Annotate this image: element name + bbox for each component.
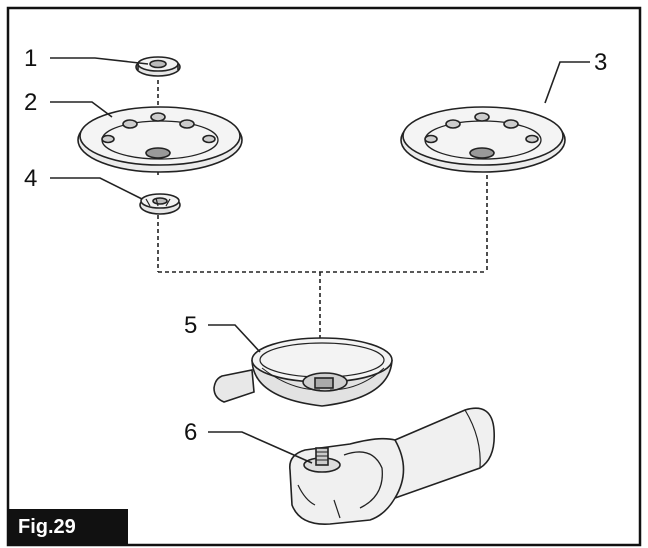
diagram-frame bbox=[6, 6, 642, 547]
part-3-disc bbox=[400, 106, 566, 173]
callout-6: 6 bbox=[184, 419, 197, 446]
part-1-nut bbox=[135, 56, 181, 77]
callout-1: 1 bbox=[24, 45, 37, 72]
callout-5: 5 bbox=[184, 312, 197, 339]
callout-3: 3 bbox=[594, 49, 607, 76]
figure-label: Fig.29 bbox=[8, 509, 128, 546]
part-6-grinder-body bbox=[288, 407, 496, 525]
callout-2: 2 bbox=[24, 89, 37, 116]
callout-leaders bbox=[50, 57, 590, 464]
part-2-disc bbox=[77, 106, 243, 173]
part-5-guard bbox=[213, 337, 393, 407]
callout-4: 4 bbox=[24, 165, 37, 192]
part-4-nut bbox=[139, 193, 181, 215]
